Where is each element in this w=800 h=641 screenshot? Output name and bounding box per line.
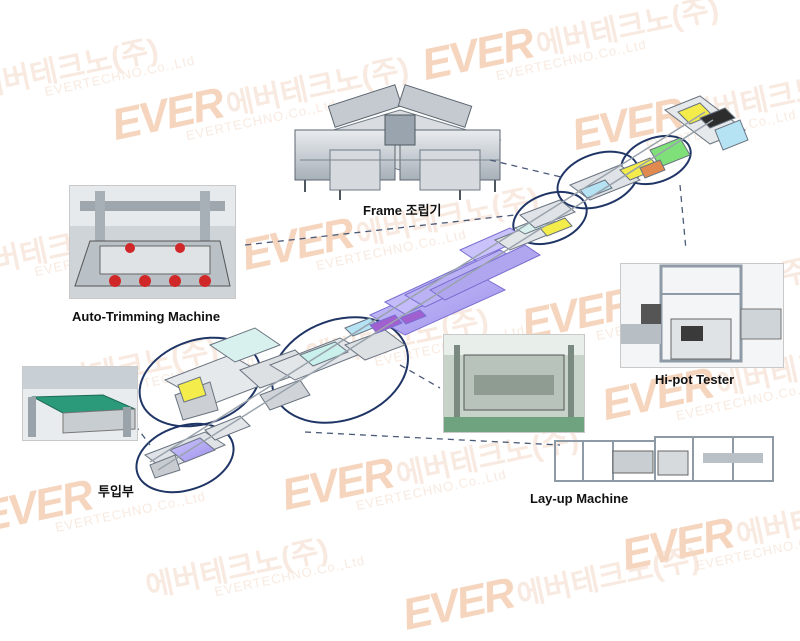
input-section-photo (22, 366, 138, 441)
auto-trimming-photo (69, 185, 236, 299)
auto-trimming-image (70, 186, 235, 298)
layup-machine-drawing (553, 433, 775, 491)
layup-machine-label: Lay-up Machine (530, 491, 629, 506)
input-section-label: 투입부 (98, 484, 134, 499)
line-layout-svg (134, 84, 749, 494)
hipot-tester-label: Hi-pot Tester (655, 372, 735, 387)
layup-interior-photo (443, 334, 585, 433)
input-section-image (23, 367, 137, 440)
auto-trimming-label: Auto-Trimming Machine (72, 309, 221, 324)
hipot-tester-image (621, 264, 783, 367)
layup-interior-image (444, 335, 584, 432)
hipot-tester-photo (620, 263, 784, 368)
frame-assembler-machine (294, 84, 502, 200)
layup-machine-image (554, 436, 774, 482)
production-line-modules (143, 95, 749, 479)
frame-assembler-label: Frame 조립기 (363, 203, 442, 218)
